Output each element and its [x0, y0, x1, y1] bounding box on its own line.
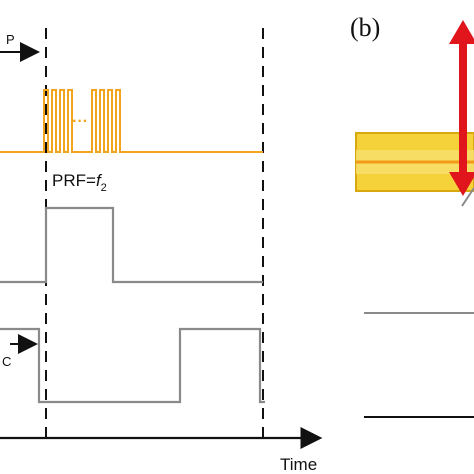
- prf-label: PRF=f2: [52, 171, 107, 194]
- time-axis-label: Time: [280, 455, 317, 474]
- pulse-train: [0, 89, 263, 153]
- panel-b-label: (b): [350, 13, 380, 42]
- polarization-arrow: [449, 20, 474, 196]
- delay-label-bottom: C: [2, 354, 11, 369]
- square-wave-middle: [0, 206, 263, 284]
- laser-beam: [355, 132, 474, 192]
- square-wave-bottom: [0, 327, 265, 404]
- pulse-ellipsis: ···: [72, 113, 88, 130]
- diagonal-line: [461, 187, 474, 207]
- delay-label-top: P: [6, 32, 15, 47]
